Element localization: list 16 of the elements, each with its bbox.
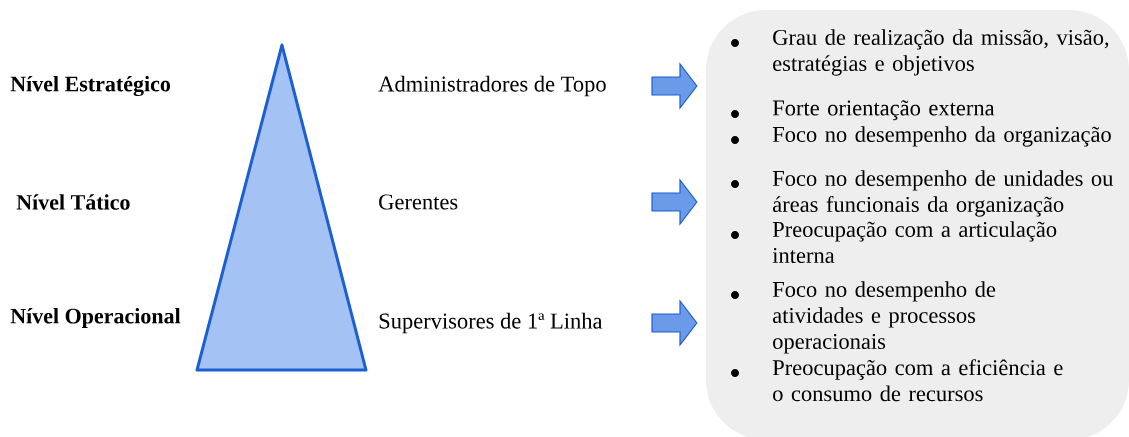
- bullet-item: Foco no desempenho de unidades ou áreas funcionais da organização: [772, 170, 1113, 217]
- level-label: Nível Tático: [16, 194, 130, 210]
- bullet-item: Foco no desempenho da organização: [772, 126, 1111, 147]
- block-arrow: [651, 62, 698, 110]
- pyramid-triangle: [195, 43, 368, 372]
- block-arrow: [651, 178, 698, 226]
- block-arrow: [651, 299, 698, 347]
- role-text: Administradores de Topo: [378, 75, 606, 97]
- bullet-item: Forte orientação externa: [772, 100, 995, 121]
- level-label: Nível Estratégico: [10, 75, 171, 97]
- bullet-item: Preocupação com a articulação interna: [772, 221, 1057, 264]
- role-text: Gerentes: [379, 194, 458, 210]
- role-text: Supervisores de 1ª Linha: [379, 312, 603, 334]
- bullet-item: Preocupação com a eficiência e o consumo de recursos: [772, 359, 1063, 402]
- bullet-item: Grau de realização da missão, visão, estratégias e objetivos: [773, 29, 1109, 76]
- bullet-item: Foco no desempenho de atividades e processos operacionais: [772, 281, 996, 354]
